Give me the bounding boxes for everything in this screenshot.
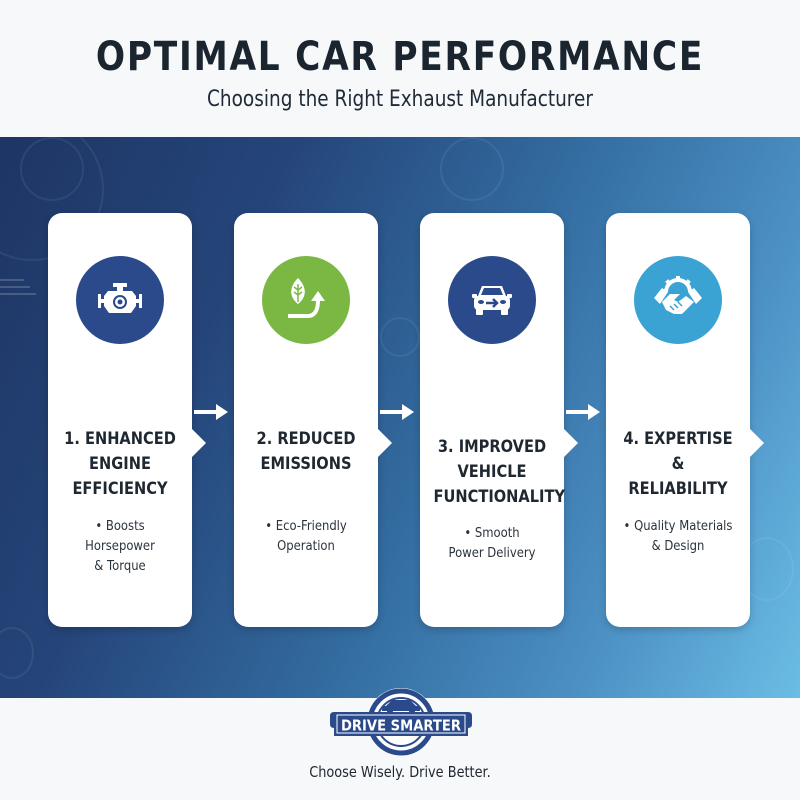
step-title-line: 1. ENHANCED — [64, 429, 176, 449]
speed-lines-icon — [0, 286, 30, 288]
step-desc-line: • Eco-Friendly — [265, 518, 347, 534]
gear-decoration-icon — [440, 137, 504, 201]
step-desc-line: • Smooth — [464, 525, 520, 541]
arrow-right-icon — [380, 404, 414, 420]
step-title-line: VEHICLE — [457, 462, 527, 482]
drive-smarter-logo: DRIVE SMARTER — [326, 682, 476, 762]
logo-text: DRIVE SMARTER — [341, 717, 461, 735]
step-card-improved-functionality: 3. IMPROVED VEHICLE FUNCTIONALITY • Smoo… — [420, 213, 578, 627]
handshake-gear-icon — [634, 256, 722, 344]
step-title: 1. ENHANCED ENGINE EFFICIENCY — [62, 427, 179, 502]
step-title-line: EFFICIENCY — [72, 479, 168, 499]
step-desc-line: Operation — [277, 538, 335, 554]
card-notch — [378, 429, 392, 457]
step-title-line: EMISSIONS — [260, 454, 352, 474]
gear-decoration-icon — [0, 627, 34, 679]
card-notch — [750, 429, 764, 457]
step-title-line: 3. IMPROVED — [437, 437, 547, 457]
arrow-right-icon — [194, 404, 228, 420]
card-notch — [564, 429, 578, 457]
step-desc-line: & Design — [651, 538, 705, 554]
speed-lines-icon — [0, 293, 36, 295]
step-card-engine-efficiency: 1. ENHANCED ENGINE EFFICIENCY • Boosts H… — [48, 213, 206, 627]
page-title: OPTIMAL CAR PERFORMANCE — [95, 34, 705, 80]
card-notch — [192, 429, 206, 457]
tagline: Choose Wisely. Drive Better. — [309, 763, 491, 781]
step-desc-line: • Quality Materials — [623, 518, 733, 534]
step-title: 4. EXPERTISE & RELIABILITY — [620, 427, 737, 502]
gear-decoration-icon — [380, 317, 420, 357]
step-desc-line: • Boosts Horsepower — [85, 518, 155, 554]
step-card-expertise-reliability: 4. EXPERTISE & RELIABILITY • Quality Mat… — [606, 213, 764, 627]
step-description: • Quality Materials & Design — [620, 516, 737, 556]
step-title-line: 4. EXPERTISE & — [623, 429, 733, 474]
step-title: 3. IMPROVED VEHICLE FUNCTIONALITY — [433, 435, 566, 510]
step-description: • Eco-Friendly Operation — [248, 516, 365, 556]
page-subtitle: Choosing the Right Exhaust Manufacturer — [207, 87, 593, 112]
step-title-line: ENGINE — [89, 454, 151, 474]
step-title: 2. REDUCED EMISSIONS — [248, 427, 365, 477]
step-title-line: 2. REDUCED — [256, 429, 356, 449]
speed-lines-icon — [0, 279, 24, 281]
arrow-right-icon — [566, 404, 600, 420]
step-card-reduced-emissions: 2. REDUCED EMISSIONS • Eco-Friendly Oper… — [234, 213, 392, 627]
step-title-line: RELIABILITY — [628, 479, 728, 499]
engine-icon — [76, 256, 164, 344]
step-title-line: FUNCTIONALITY — [433, 487, 566, 507]
step-desc-line: Power Delivery — [448, 545, 536, 561]
step-description: • Boosts Horsepower & Torque — [62, 516, 179, 576]
car-arrow-icon — [448, 256, 536, 344]
step-description: • Smooth Power Delivery — [434, 523, 551, 563]
step-desc-line: & Torque — [94, 558, 146, 574]
leaf-growth-icon — [262, 256, 350, 344]
